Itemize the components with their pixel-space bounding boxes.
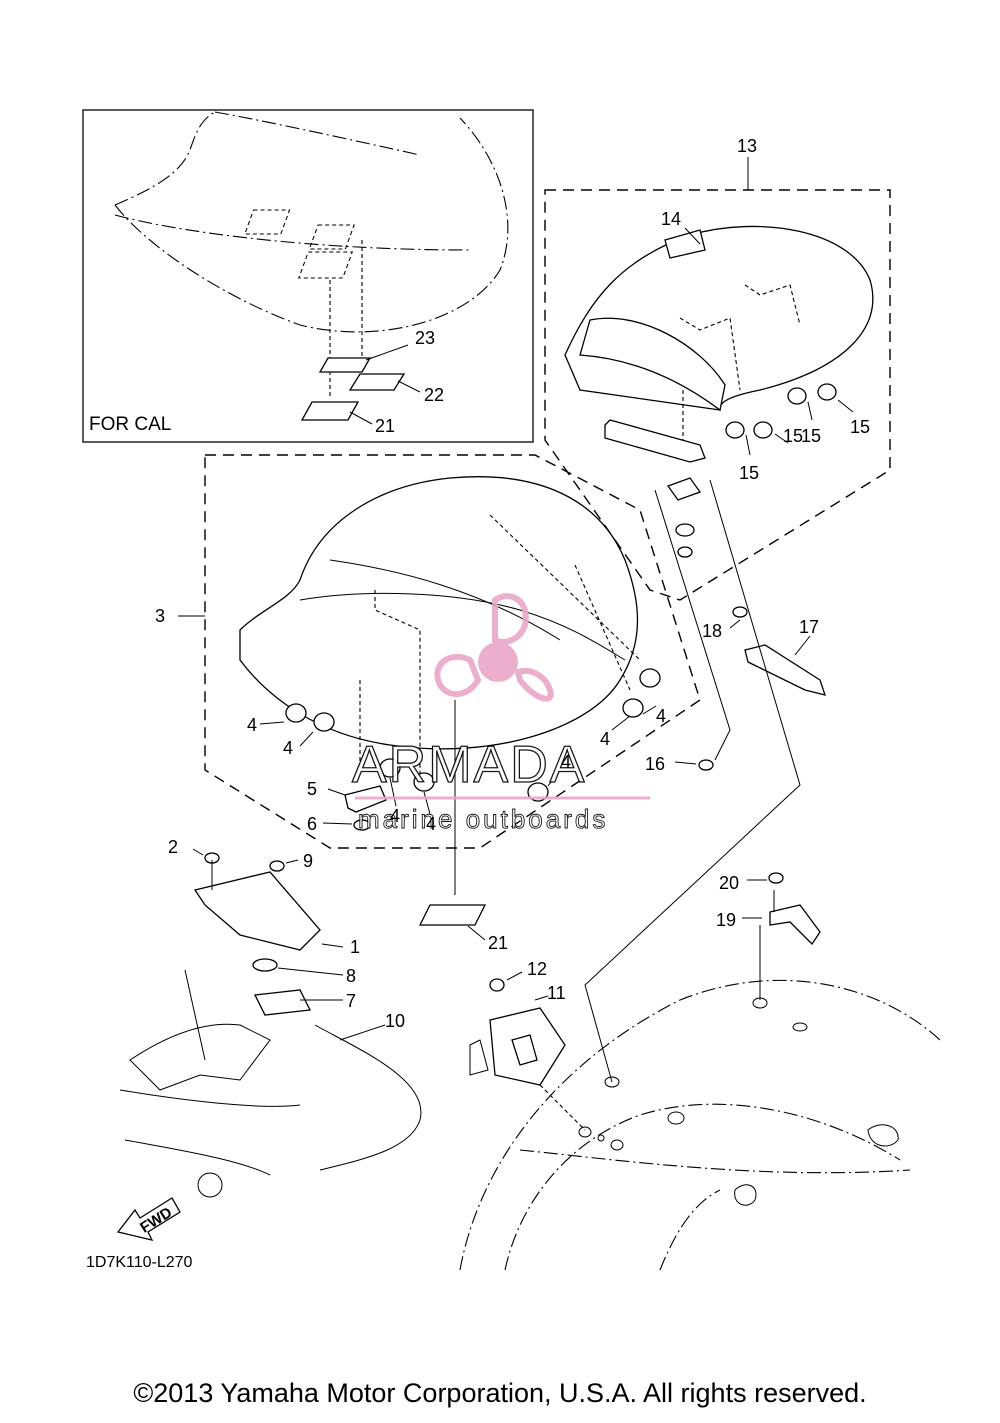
callout-11: 11 — [547, 983, 566, 1003]
callout-4b: 4 — [283, 738, 293, 758]
callout-22: 22 — [424, 385, 444, 405]
rear-seat-group — [544, 157, 891, 601]
callout-13: 13 — [737, 136, 757, 156]
callout-8: 8 — [346, 966, 356, 986]
callout-18: 18 — [702, 621, 722, 641]
callout-4d: 4 — [426, 814, 436, 834]
watermark: ARMADA marine outboards — [351, 593, 650, 834]
callout-23: 23 — [415, 328, 435, 348]
callout-15b: 15 — [783, 426, 803, 446]
for-cal-inset: FOR CAL — [82, 109, 534, 443]
fwd-arrow-icon: FWD — [116, 1197, 181, 1241]
callout-12: 12 — [527, 959, 547, 979]
callout-15a: 15 — [739, 463, 759, 483]
propeller-logo-icon — [434, 593, 554, 702]
callout-4a: 4 — [247, 715, 257, 735]
callouts: 1 2 3 4 4 4 4 4 4 4 5 6 7 8 9 10 11 12 1… — [155, 136, 870, 1031]
callout-21-inset: 21 — [375, 416, 395, 436]
for-cal-label: FOR CAL — [89, 414, 171, 435]
callout-17: 17 — [799, 617, 819, 637]
callout-15c: 15 — [801, 426, 821, 446]
callout-1: 1 — [350, 937, 360, 957]
callout-7: 7 — [346, 991, 356, 1011]
rear-fender — [418, 479, 941, 1271]
callout-4f: 4 — [600, 729, 610, 749]
watermark-tagline: marine outboards — [358, 804, 608, 834]
latch-assembly — [119, 848, 422, 1198]
copyright-notice: ©2013 Yamaha Motor Corporation, U.S.A. A… — [133, 1378, 867, 1408]
callout-4c: 4 — [390, 806, 400, 826]
diagram-code: 1D7K110-L270 — [86, 1254, 193, 1271]
callout-16: 16 — [645, 754, 665, 774]
watermark-brand: ARMADA — [352, 736, 586, 794]
callout-10: 10 — [385, 1011, 405, 1031]
callout-5: 5 — [307, 779, 317, 799]
callout-20: 20 — [719, 873, 739, 893]
callout-3: 3 — [155, 606, 165, 626]
callout-19: 19 — [716, 910, 736, 930]
callout-4g: 4 — [656, 706, 666, 726]
callout-15d: 15 — [850, 417, 870, 437]
callout-6: 6 — [307, 814, 317, 834]
callout-2: 2 — [168, 837, 178, 857]
callout-14: 14 — [661, 209, 681, 229]
callout-9: 9 — [303, 851, 313, 871]
callout-21-lower: 21 — [488, 933, 508, 953]
callout-4e: 4 — [561, 752, 571, 772]
main-seat-group — [178, 454, 701, 895]
